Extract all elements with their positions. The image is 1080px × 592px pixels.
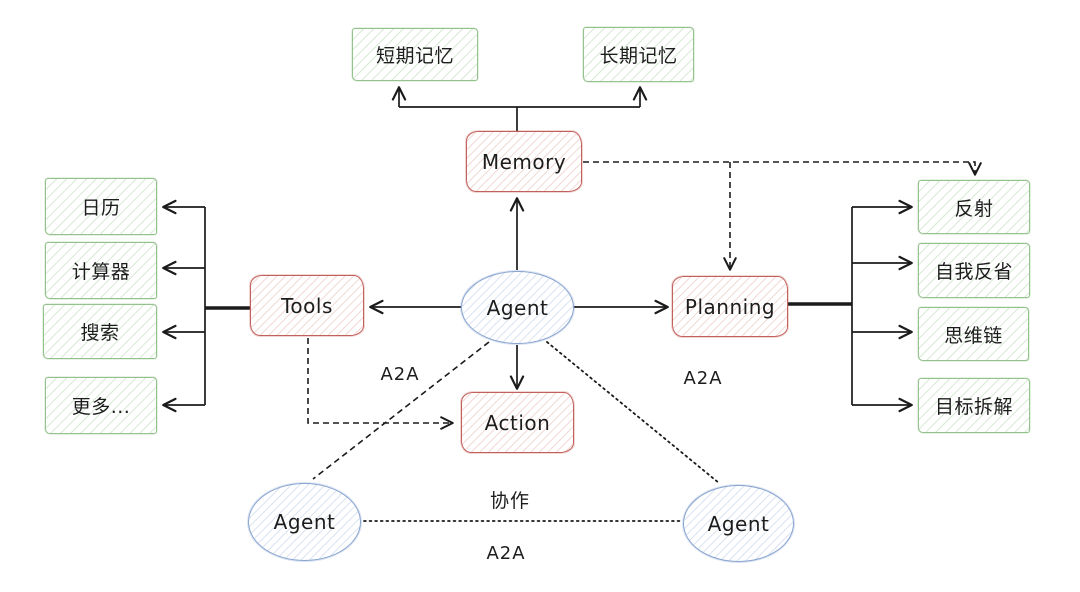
- node-memory: Memory: [466, 131, 582, 192]
- node-reflection: 反射: [918, 180, 1030, 234]
- node-self-reflection: 自我反省: [918, 243, 1030, 298]
- node-long-term-memory: 长期记忆: [583, 27, 694, 82]
- edge-tools-to-action-dashed: [307, 338, 454, 430]
- node-search: 搜索: [43, 304, 157, 359]
- node-calendar: 日历: [45, 178, 157, 235]
- node-chain-of-thought: 思维链: [918, 307, 1029, 361]
- node-agent-center: Agent: [461, 271, 574, 344]
- node-tools: Tools: [250, 275, 364, 336]
- node-short-term-memory: 短期记忆: [352, 28, 478, 81]
- node-goal-decomposition: 目标拆解: [918, 378, 1030, 433]
- label-a2a-bottom: A2A: [486, 543, 526, 564]
- node-more: 更多...: [45, 377, 157, 434]
- node-action: Action: [461, 392, 574, 453]
- node-planning: Planning: [672, 276, 788, 337]
- label-a2a-right: A2A: [683, 368, 723, 389]
- edge-memory-to-reflection-dashed: [583, 161, 982, 176]
- label-collaboration: 协作: [489, 490, 530, 512]
- node-agent-bottom-left: Agent: [248, 483, 361, 561]
- label-a2a-left: A2A: [380, 364, 420, 385]
- edge-agent-to-right-agent-dotted: [546, 341, 720, 484]
- edge-agent-to-left-agent-dashed: [312, 341, 490, 480]
- node-agent-bottom-right: Agent: [683, 485, 794, 562]
- node-calculator: 计算器: [45, 242, 157, 299]
